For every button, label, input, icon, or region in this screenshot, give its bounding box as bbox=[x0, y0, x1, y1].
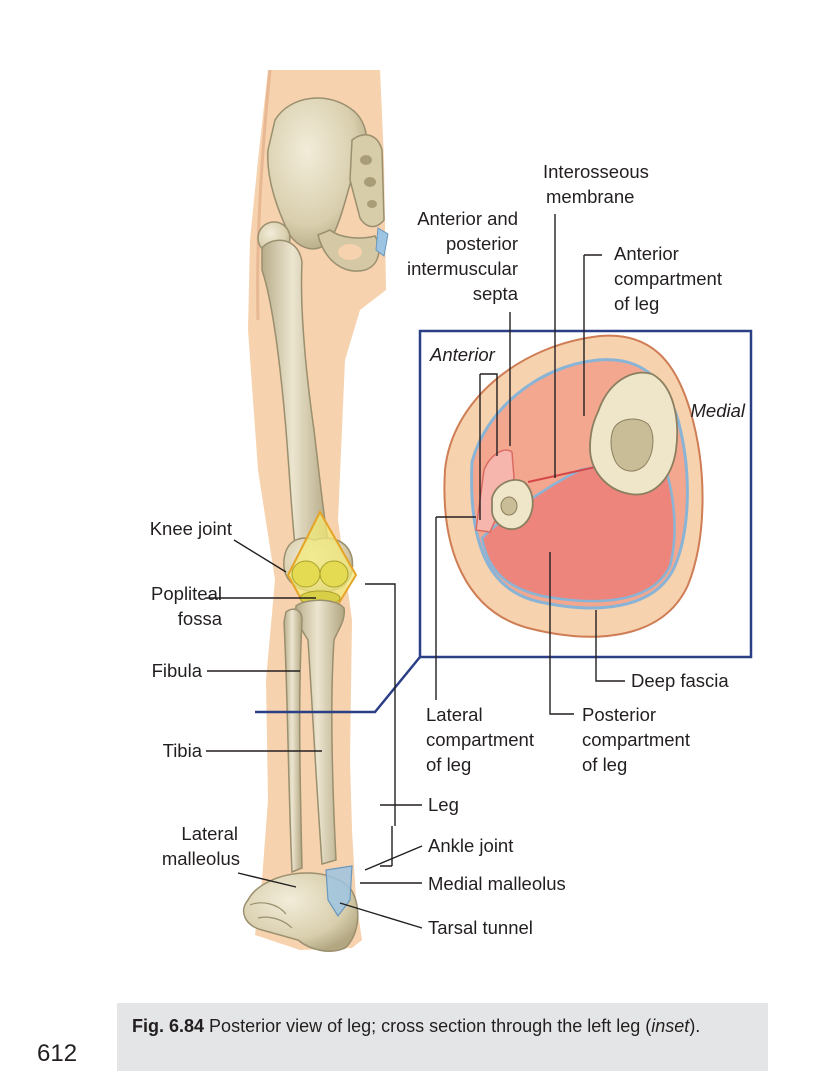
caption-inset-word: inset bbox=[651, 1016, 690, 1036]
pelvis-bone bbox=[267, 97, 389, 272]
label-posterior-compartment-2: compartment bbox=[582, 729, 690, 750]
label-medial-orientation: Medial bbox=[691, 400, 746, 421]
label-lateral-compartment-1: Lateral bbox=[426, 704, 483, 725]
cross-section bbox=[443, 334, 704, 638]
label-knee-joint: Knee joint bbox=[150, 518, 232, 539]
figure-labels: Interosseous membrane Anterior and poste… bbox=[150, 161, 746, 938]
lower-leg-bones bbox=[283, 599, 346, 874]
figure-caption: Fig. 6.84 Posterior view of leg; cross s… bbox=[117, 1003, 768, 1071]
label-fibula: Fibula bbox=[152, 660, 203, 681]
fibula-marrow bbox=[500, 496, 518, 516]
leader-lines bbox=[206, 214, 625, 929]
label-deep-fascia: Deep fascia bbox=[631, 670, 729, 691]
caption-text: Fig. 6.84 Posterior view of leg; cross s… bbox=[132, 1015, 757, 1038]
label-interosseous-2: membrane bbox=[546, 186, 634, 207]
label-tibia: Tibia bbox=[163, 740, 203, 761]
label-anterior-compartment-1: Anterior bbox=[614, 243, 679, 264]
page-number: 612 bbox=[37, 1040, 78, 1067]
label-posterior-compartment-1: Posterior bbox=[582, 704, 656, 725]
label-lateral-compartment-2: compartment bbox=[426, 729, 534, 750]
caption-inset-open: ( bbox=[645, 1016, 652, 1036]
interosseous-membrane-line bbox=[527, 465, 601, 483]
label-anterior-compartment-3: of leg bbox=[614, 293, 659, 314]
label-septa-2: posterior bbox=[446, 233, 518, 254]
label-medial-malleolus: Medial malleolus bbox=[428, 873, 566, 894]
label-lateral-malleolus-1: Lateral bbox=[181, 823, 238, 844]
label-ankle-joint: Ankle joint bbox=[428, 835, 513, 856]
label-tarsal-tunnel: Tarsal tunnel bbox=[428, 917, 533, 938]
label-septa-1: Anterior and bbox=[417, 208, 518, 229]
caption-body: Posterior view of leg; cross section thr… bbox=[209, 1016, 641, 1036]
label-leg: Leg bbox=[428, 794, 459, 815]
caption-inset-close: ). bbox=[689, 1016, 701, 1036]
caption-fig-number: Fig. 6.84 bbox=[132, 1016, 205, 1036]
tibia-marrow bbox=[610, 418, 654, 472]
label-popliteal-2: fossa bbox=[178, 608, 223, 629]
label-septa-4: septa bbox=[473, 283, 519, 304]
label-popliteal-1: Popliteal bbox=[151, 583, 222, 604]
leg-anatomy-figure: Interosseous membrane Anterior and poste… bbox=[150, 69, 753, 952]
label-septa-3: intermuscular bbox=[407, 258, 518, 279]
label-interosseous-1: Interosseous bbox=[543, 161, 649, 182]
label-lateral-malleolus-2: malleolus bbox=[162, 848, 240, 869]
label-anterior-orientation: Anterior bbox=[429, 344, 496, 365]
section-level-line bbox=[255, 656, 421, 714]
foot-bones bbox=[242, 865, 359, 952]
label-lateral-compartment-3: of leg bbox=[426, 754, 471, 775]
label-anterior-compartment-2: compartment bbox=[614, 268, 722, 289]
label-posterior-compartment-3: of leg bbox=[582, 754, 627, 775]
